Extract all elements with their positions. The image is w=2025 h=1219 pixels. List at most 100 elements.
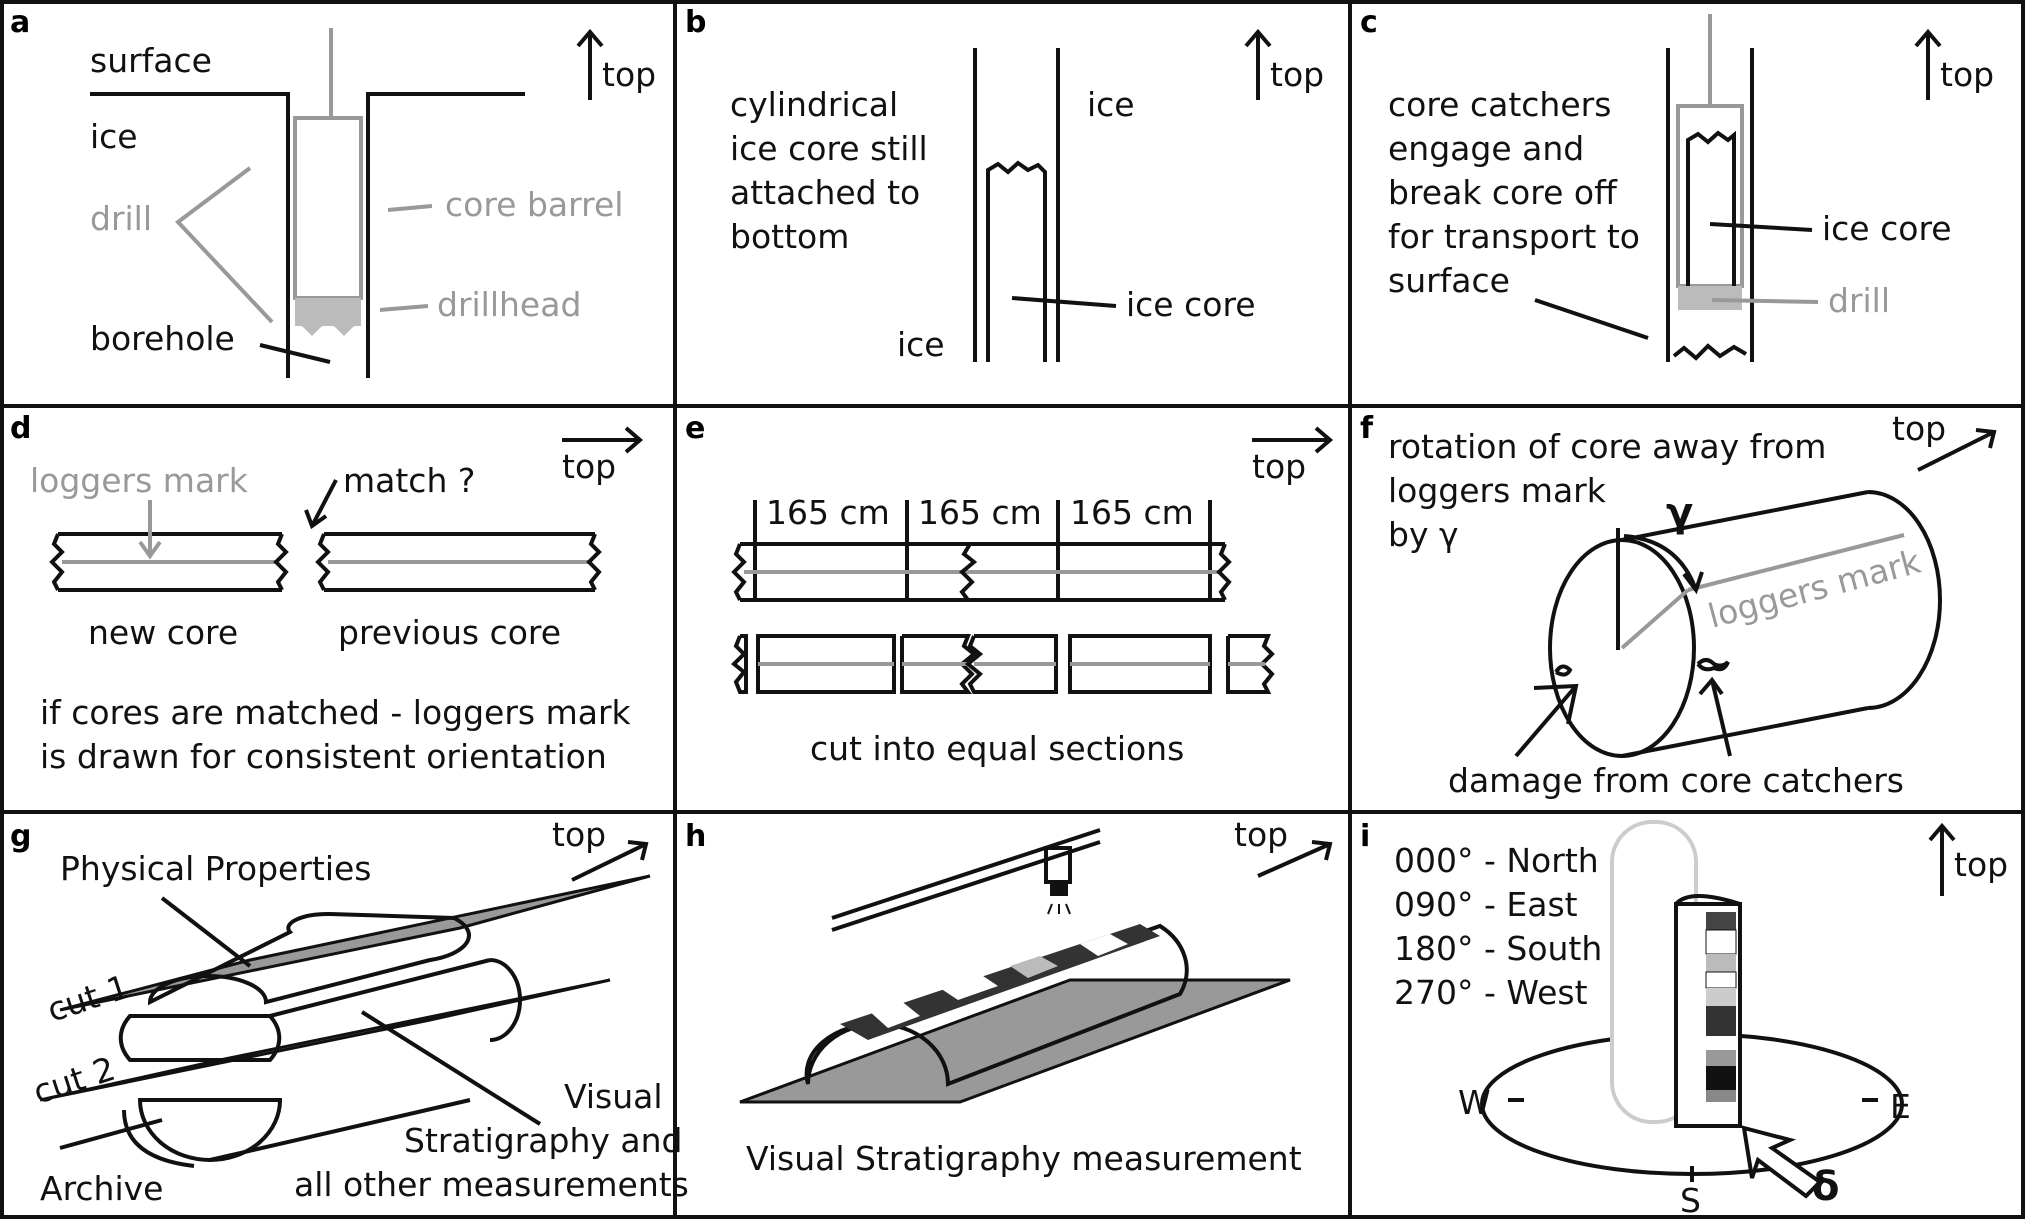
desc-line: bottom	[730, 217, 849, 256]
core-cut-drawing	[39, 874, 651, 1168]
top-arrow: top	[562, 426, 644, 486]
surface-label: surface	[90, 41, 212, 80]
cut-sections	[731, 634, 1275, 694]
direction-line: 000° - North	[1394, 841, 1599, 880]
gamma-label: γ	[1666, 490, 1693, 536]
desc-line: for transport to	[1388, 217, 1640, 256]
desc-line: surface	[1388, 261, 1510, 300]
core-on-table	[739, 923, 1291, 1104]
panel-letter: f	[1360, 411, 1374, 446]
south-label: S	[1680, 1181, 1701, 1219]
desc-line: ice core still	[730, 129, 928, 168]
top-label: top	[562, 447, 616, 486]
top-arrow: top	[1252, 426, 1334, 486]
top-arrow: top	[552, 815, 649, 882]
desc-line: loggers mark	[1388, 471, 1607, 510]
top-label: top	[1252, 447, 1306, 486]
caption: cut into equal sections	[810, 729, 1184, 768]
loggers-mark-label: loggers mark	[1704, 541, 1925, 635]
ice-core-label: ice core	[1822, 209, 1952, 248]
top-label: top	[1270, 55, 1324, 94]
desc-line: cylindrical	[730, 85, 898, 124]
borehole-label: borehole	[90, 319, 235, 358]
ice-core-in-ice	[973, 48, 1117, 362]
panel-letter: g	[10, 819, 31, 854]
panel-letter: e	[685, 411, 705, 446]
ice-label-left: ice	[897, 325, 945, 364]
panel-letter: a	[10, 5, 30, 40]
match-label: match ?	[343, 461, 475, 500]
section-length: 165 cm	[766, 493, 890, 532]
top-label: top	[1940, 55, 1994, 94]
borehole-drawing	[90, 28, 525, 378]
core-barrel-label: core barrel	[445, 185, 623, 224]
new-core-label: new core	[88, 613, 238, 652]
panel-c: c top core catchers engage and break cor…	[1360, 5, 1994, 362]
camera-rail	[831, 828, 1101, 932]
east-label: E	[1890, 1087, 1911, 1126]
panel-letter: h	[685, 819, 706, 854]
desc-line: break core off	[1388, 173, 1618, 212]
desc-line: core catchers	[1388, 85, 1611, 124]
drillhead-label: drillhead	[437, 285, 581, 324]
cut2-label: cut 2	[28, 1049, 119, 1112]
desc-line: rotation of core away from	[1388, 427, 1826, 466]
panel-d: d top loggers mark match ? new core prev	[10, 411, 644, 776]
direction-line: 270° - West	[1394, 973, 1588, 1012]
compass-core	[1480, 820, 1904, 1199]
top-arrow: top	[1234, 815, 1333, 878]
ice-core-label: ice core	[1126, 285, 1256, 324]
top-label: top	[1234, 815, 1288, 854]
drill-label: drill	[1828, 281, 1890, 320]
top-arrow: top	[1914, 28, 1994, 100]
top-arrow: top	[576, 28, 656, 100]
cut1-label: cut 1	[42, 967, 133, 1030]
top-label: top	[552, 815, 606, 854]
note-line: is drawn for consistent orientation	[40, 737, 607, 776]
top-arrow: top	[1244, 28, 1324, 100]
top-label: top	[602, 55, 656, 94]
panel-letter: i	[1360, 819, 1370, 854]
core-in-drill	[1534, 14, 1819, 362]
top-label: top	[1954, 845, 2008, 884]
previous-core-label: previous core	[338, 613, 561, 652]
panel-b: b top cylindrical ice core still attache…	[685, 5, 1324, 364]
panel-h: h top Visual Stratigraphy measurement	[685, 815, 1333, 1178]
delta-label: δ	[1812, 1164, 1839, 1210]
direction-line: 180° - South	[1394, 929, 1602, 968]
visual-line: Visual	[564, 1077, 663, 1116]
panel-letter: b	[685, 5, 706, 40]
damage-label: damage from core catchers	[1448, 761, 1904, 800]
rotated-core	[1514, 490, 1942, 758]
note-line: if cores are matched - loggers mark	[40, 693, 632, 732]
direction-line: 090° - East	[1394, 885, 1578, 924]
panel-a: a top surface ice drill core barrel dril…	[10, 5, 656, 378]
drill-label: drill	[90, 199, 152, 238]
section-length: 165 cm	[1070, 493, 1194, 532]
top-arrow: top	[1928, 822, 2008, 896]
desc-line: engage and	[1388, 129, 1584, 168]
panel-i: i top 000° - North 090° - East 180° - So…	[1360, 819, 2008, 1219]
archive-label: Archive	[40, 1169, 163, 1208]
previous-core-drawing	[315, 532, 602, 592]
panel-letter: c	[1360, 5, 1378, 40]
marked-core	[731, 500, 1232, 602]
ice-label-right: ice	[1087, 85, 1135, 124]
new-core-drawing	[49, 500, 289, 592]
visual-line: all other measurements	[294, 1165, 689, 1204]
panel-f: f top rotation of core away from loggers…	[1360, 409, 1997, 800]
physical-properties-label: Physical Properties	[60, 849, 372, 888]
caption: Visual Stratigraphy measurement	[746, 1139, 1302, 1178]
loggers-mark-label: loggers mark	[30, 461, 249, 500]
panel-e: e top 165 cm 165 cm 165 cm	[685, 411, 1334, 768]
section-length: 165 cm	[918, 493, 1042, 532]
panel-letter: d	[10, 411, 31, 446]
panel-g: g top Physical Properti	[10, 815, 689, 1208]
west-label: W	[1458, 1083, 1491, 1122]
ice-label: ice	[90, 117, 138, 156]
top-label: top	[1892, 409, 1946, 448]
visual-line: Stratigraphy and	[404, 1121, 683, 1160]
desc-line: attached to	[730, 173, 920, 212]
